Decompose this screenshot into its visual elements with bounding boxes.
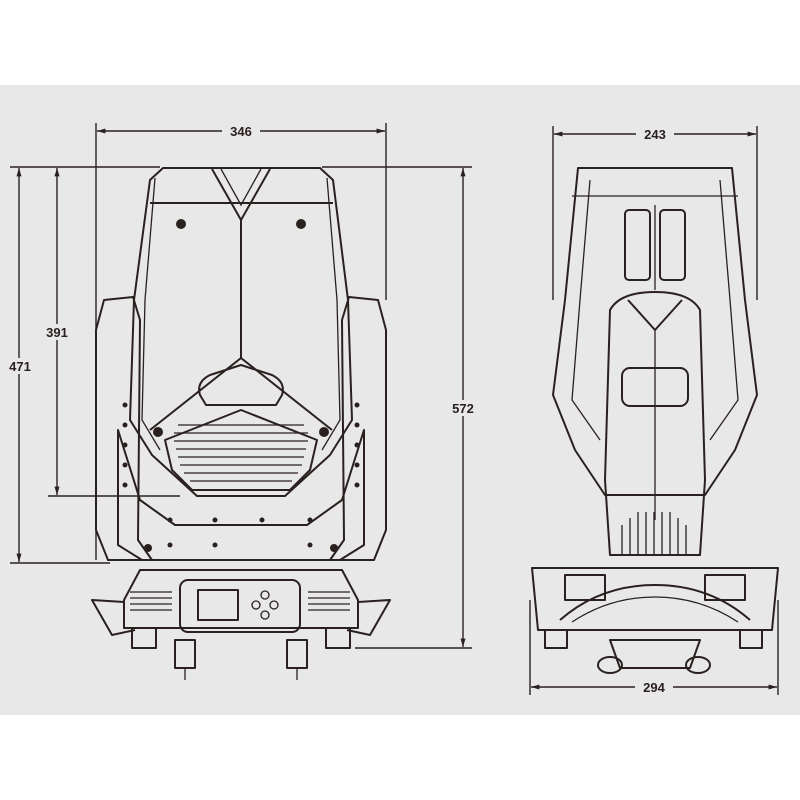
- side-base: [531, 567, 779, 674]
- side-view: [531, 167, 779, 674]
- clamp-left: [174, 639, 196, 680]
- front-base: [91, 569, 391, 680]
- dimension-243: 243: [552, 126, 758, 300]
- dimension-471: 471: [6, 166, 160, 564]
- side-fins: [621, 512, 687, 555]
- front-yoke: [95, 296, 387, 561]
- dimension-label-243: 243: [644, 127, 666, 142]
- dimension-572: 572: [322, 166, 477, 649]
- dimension-label-294: 294: [643, 680, 665, 695]
- clamp-right: [286, 639, 308, 680]
- dimension-label-346: 346: [230, 124, 252, 139]
- dimension-391: 391: [43, 168, 180, 497]
- side-head: [604, 291, 706, 556]
- front-vent-slats: [174, 424, 308, 482]
- front-head: [129, 167, 353, 497]
- front-screw-dots: [122, 402, 360, 552]
- dimension-label-391: 391: [46, 325, 68, 340]
- dimension-label-471: 471: [9, 359, 31, 374]
- side-vent-grilles: [624, 205, 686, 290]
- dimension-label-572: 572: [452, 401, 474, 416]
- front-view: [91, 167, 391, 680]
- base-vents: [130, 591, 350, 611]
- dimension-294: 294: [529, 600, 779, 695]
